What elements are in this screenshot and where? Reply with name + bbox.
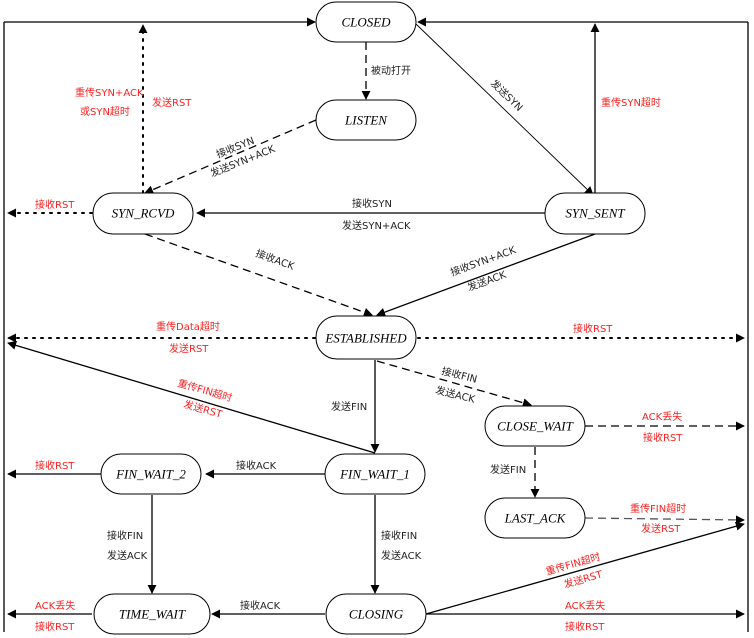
label-closing-error-2: 接收RST	[565, 620, 605, 633]
state-close-wait: CLOSE_WAIT	[484, 405, 586, 447]
label-established-to-fin-wait-1: 发送FIN	[331, 400, 367, 413]
edge-syn-sent-to-established	[376, 233, 596, 317]
label-fin-wait-1-to-closing-1: 接收FIN	[381, 529, 417, 542]
label-syn-rcvd-to-established: 接收ACK	[254, 247, 297, 273]
label-fin-wait-1-to-fin-wait-2: 接收ACK	[236, 459, 277, 472]
label-established-data-timeout-2: 发送RST	[169, 342, 209, 355]
label-time-wait-error-1: ACK丢失	[35, 599, 75, 612]
state-last-ack-label: LAST_ACK	[504, 511, 567, 526]
label-closing-to-time-wait: 接收ACK	[240, 599, 281, 612]
label-fin-wait-2-to-time-wait-1: 接收FIN	[107, 529, 143, 542]
state-last-ack: LAST_ACK	[484, 497, 586, 539]
label-syn-rcvd-timeout-2: 或SYN超时	[80, 105, 130, 118]
state-fin-wait-1: FIN_WAIT_1	[324, 453, 426, 495]
state-time-wait: TIME_WAIT	[93, 593, 211, 635]
state-listen: LISTEN	[315, 99, 417, 141]
state-closed: CLOSED	[315, 1, 417, 43]
state-syn-sent-label: SYN_SENT	[565, 206, 625, 221]
label-fin-wait-2-recv-rst: 接收RST	[35, 459, 75, 472]
state-time-wait-label: TIME_WAIT	[119, 607, 186, 622]
label-established-recv-rst: 接收RST	[573, 322, 613, 335]
edge-established-to-close-wait	[376, 360, 532, 408]
label-syn-sent-to-syn-rcvd-2: 发送SYN+ACK	[342, 219, 411, 232]
label-fin-wait-1-to-closing-2: 发送ACK	[381, 549, 422, 562]
label-last-ack-timeout-1: 重传FIN超时	[630, 502, 686, 515]
edge-closing-timeout	[425, 521, 745, 615]
edge-listen-to-syn-rcvd	[144, 119, 317, 194]
label-closed-to-listen: 被动打开	[371, 64, 411, 77]
state-closed-label: CLOSED	[341, 15, 391, 30]
label-established-to-close-wait-2: 发送ACK	[434, 383, 477, 405]
state-close-wait-label: CLOSE_WAIT	[497, 419, 573, 434]
label-fin-wait-2-to-time-wait-2: 发送ACK	[107, 549, 148, 562]
label-syn-sent-timeout: 重传SYN超时	[601, 96, 661, 109]
state-fin-wait-1-label: FIN_WAIT_1	[339, 467, 410, 482]
edge-fin-wait-1-timeout	[7, 341, 376, 454]
label-syn-rcvd-send-rst: 发送RST	[152, 96, 192, 109]
state-listen-label: LISTEN	[344, 113, 388, 128]
label-closing-error-1: ACK丢失	[565, 599, 605, 612]
label-syn-rcvd-timeout-1: 重传SYN+ACK	[75, 86, 144, 99]
edge-last-ack-timeout	[584, 515, 745, 525]
state-syn-sent: SYN_SENT	[544, 192, 646, 235]
label-syn-sent-to-syn-rcvd-1: 接收SYN	[352, 197, 392, 210]
label-last-ack-timeout-2: 发送RST	[641, 522, 681, 535]
edge-syn-rcvd-to-established	[144, 233, 373, 317]
label-time-wait-error-2: 接收RST	[35, 620, 75, 633]
state-established: ESTABLISHED	[315, 315, 417, 360]
label-close-wait-error-2: 接收RST	[643, 431, 683, 444]
label-established-to-close-wait-1: 接收FIN	[440, 364, 478, 385]
state-fin-wait-2: FIN_WAIT_2	[100, 453, 202, 495]
label-syn-sent-to-established-1: 接收SYN+ACK	[449, 243, 518, 279]
state-syn-rcvd-label: SYN_RCVD	[112, 206, 175, 221]
label-close-wait-error-1: ACK丢失	[642, 410, 682, 423]
state-established-label: ESTABLISHED	[324, 331, 407, 346]
edge-closed-to-syn-sent	[415, 23, 594, 196]
state-closing-label: CLOSING	[349, 607, 404, 622]
label-established-data-timeout-1: 重传Data超时	[156, 320, 220, 333]
state-closing: CLOSING	[325, 593, 427, 635]
label-syn-rcvd-recv-rst: 接收RST	[35, 198, 75, 211]
state-syn-rcvd: SYN_RCVD	[92, 192, 194, 235]
label-close-wait-to-last-ack: 发送FIN	[490, 463, 526, 476]
state-fin-wait-2-label: FIN_WAIT_2	[115, 467, 186, 482]
label-closed-to-syn-sent: 发送SYN	[488, 77, 526, 114]
